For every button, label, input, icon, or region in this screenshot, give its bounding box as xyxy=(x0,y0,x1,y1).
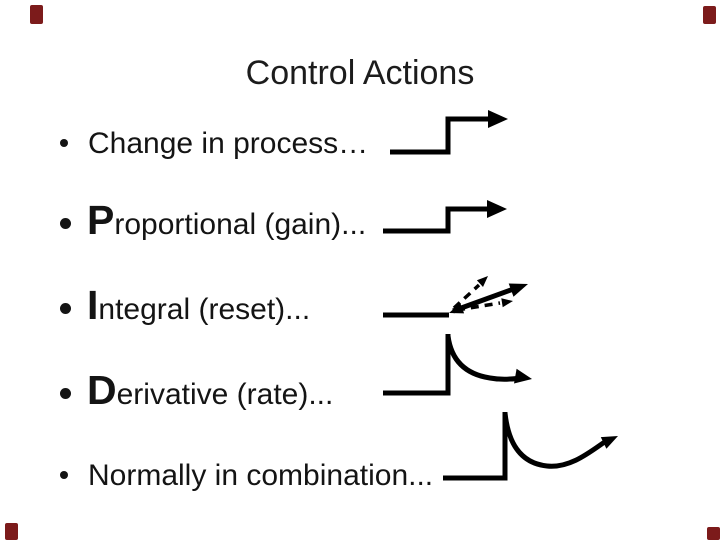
bullet-row-combination: Normally in combination... xyxy=(60,459,433,492)
bullet-dot xyxy=(60,303,71,315)
bullet-text: erivative (rate)... xyxy=(116,378,334,411)
corner-decoration-bottom-right xyxy=(707,527,720,540)
bullet-row-proportional: Proportional (gain)... xyxy=(60,197,367,243)
step-response-diagram xyxy=(390,110,508,155)
bullet-text: roportional (gain)... xyxy=(114,208,367,241)
bullet-text: Change in process… xyxy=(88,127,369,160)
bullet-text: ntegral (reset)... xyxy=(98,293,311,326)
integral-ramp-diagram xyxy=(383,276,528,318)
slide-title: Control Actions xyxy=(245,54,475,92)
arrowhead xyxy=(600,436,618,449)
arrowhead xyxy=(514,368,532,384)
arrowhead xyxy=(488,110,508,128)
corner-decoration-bottom-left xyxy=(5,523,18,540)
bullet-lead-letter: I xyxy=(87,282,99,328)
bullet-dot xyxy=(60,138,68,147)
arrowhead xyxy=(501,298,513,308)
derivative-kick-diagram xyxy=(383,334,532,396)
bullet-text: Normally in combination... xyxy=(88,459,434,492)
bullet-dot xyxy=(60,218,71,230)
corner-decoration-top-left xyxy=(30,5,43,24)
bullet-dot xyxy=(60,388,71,400)
proportional-step-diagram xyxy=(383,200,507,234)
arrowhead xyxy=(508,283,528,297)
bullet-row-change: Change in process… xyxy=(60,127,368,160)
bullet-lead-letter: D xyxy=(87,367,117,413)
bullet-row-derivative: Derivative (rate)... xyxy=(60,367,334,413)
corner-decoration-top-right xyxy=(703,6,716,24)
arrowhead xyxy=(487,200,507,218)
bullet-dot xyxy=(60,470,68,479)
combination-response-diagram xyxy=(443,412,618,481)
arrowhead xyxy=(476,276,488,287)
bullet-lead-letter: P xyxy=(87,197,115,243)
bullet-row-integral: Integral (reset)... xyxy=(60,282,311,328)
